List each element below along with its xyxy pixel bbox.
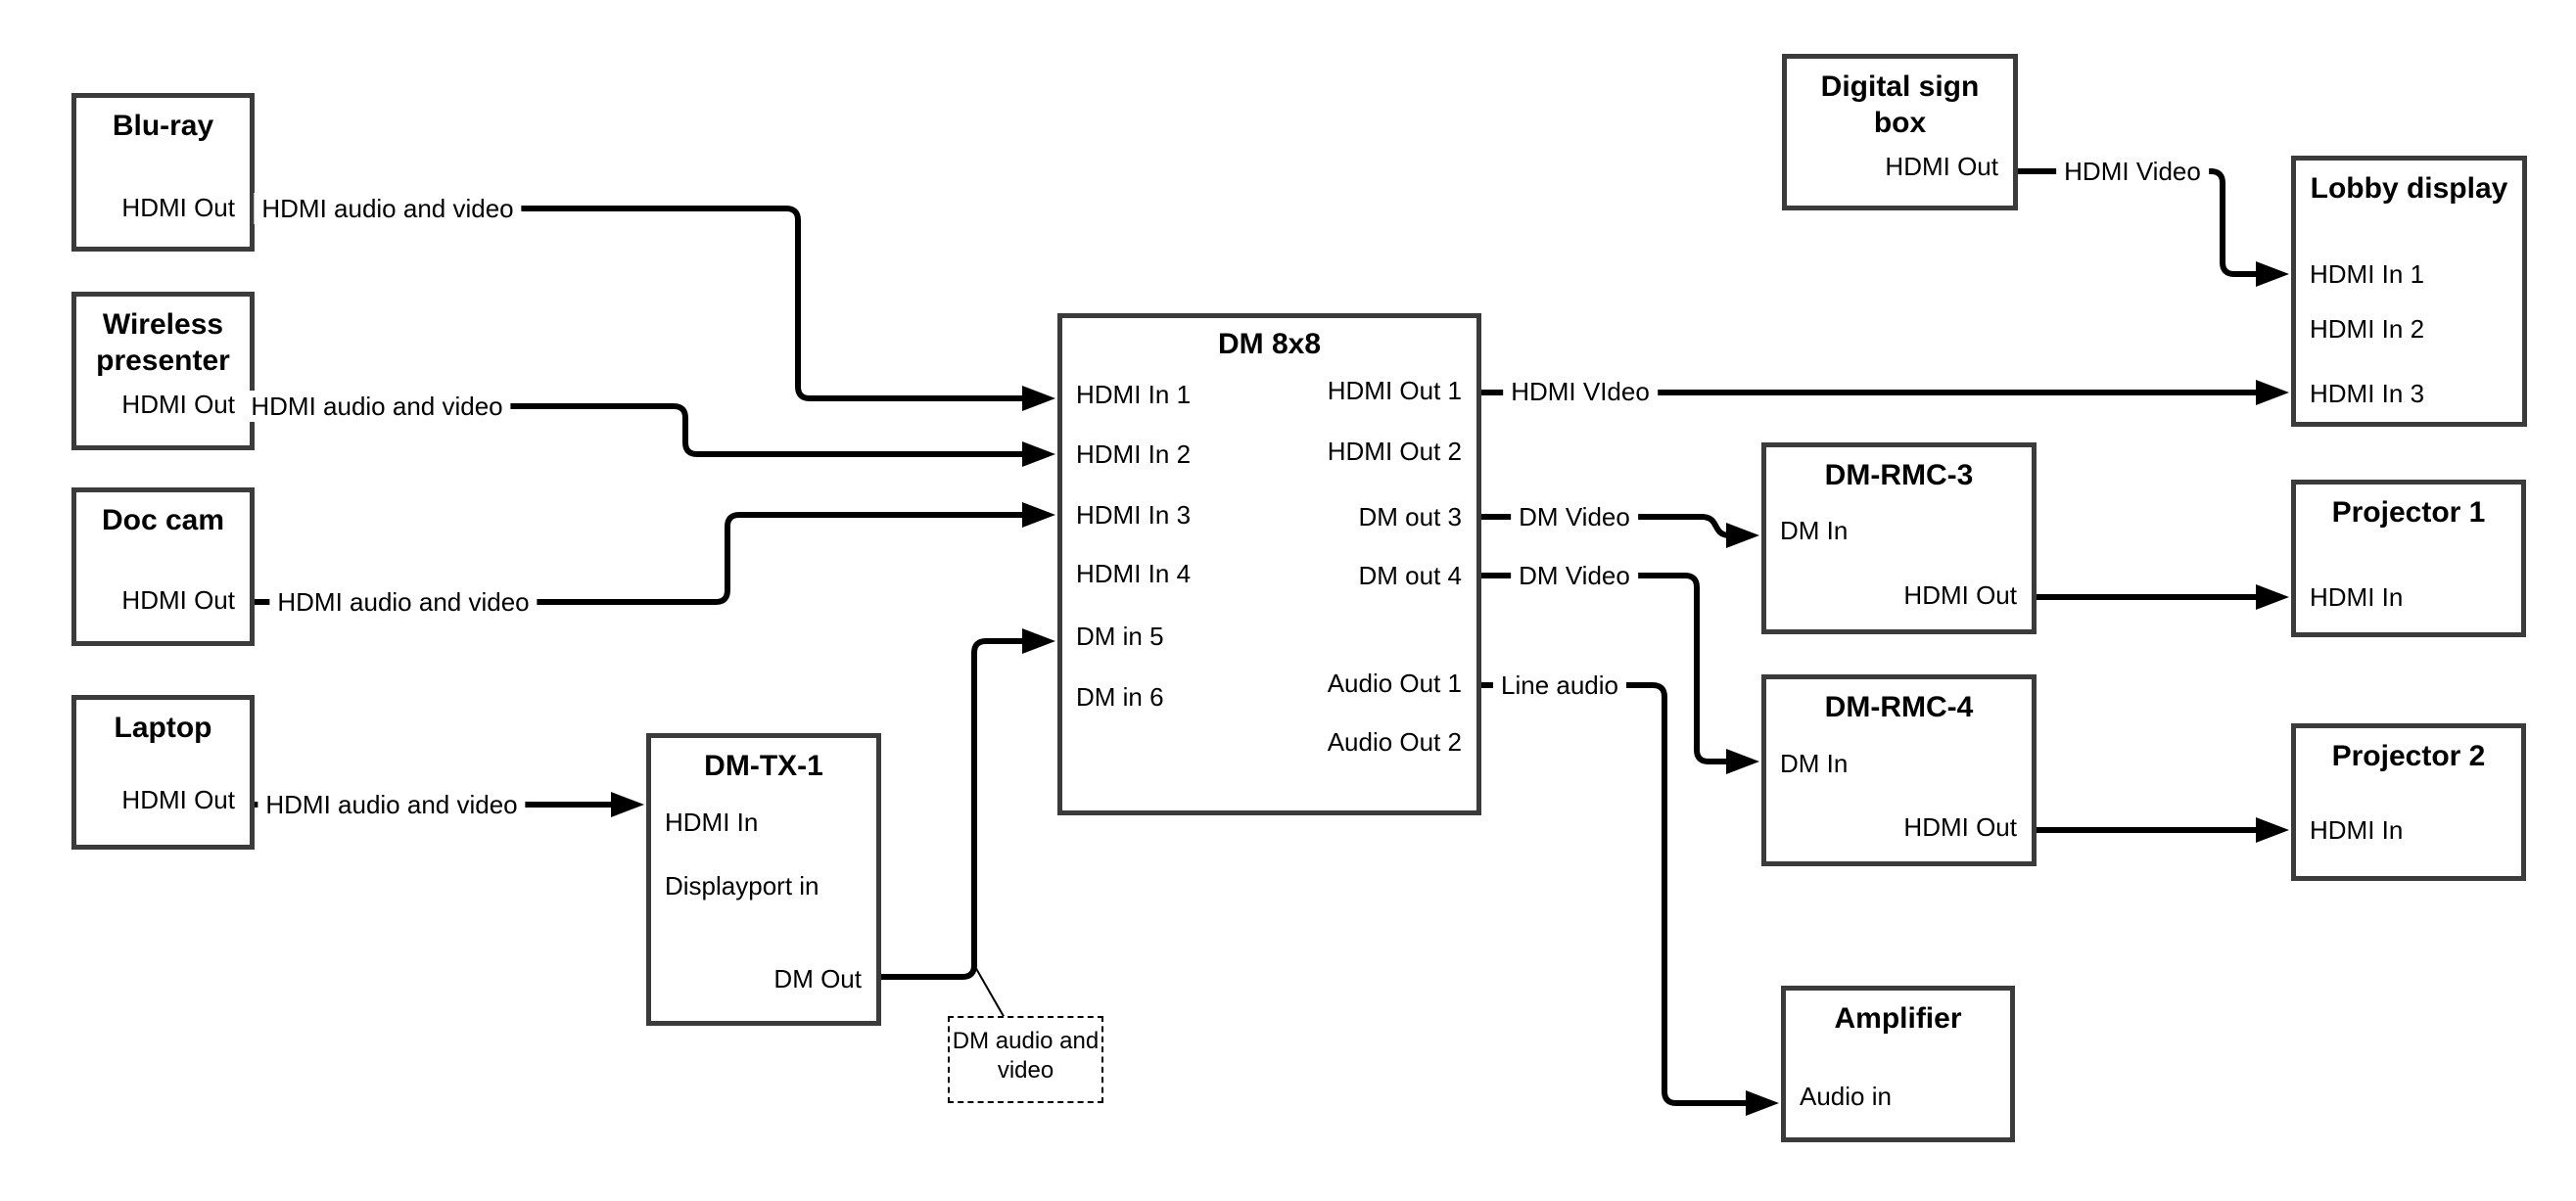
cable-label-dm-video: DM Video	[1511, 560, 1638, 591]
port-audio-out-1: Audio Out 1	[1327, 669, 1462, 698]
cable-label-hdmi-video: HDMI Video	[2056, 156, 2209, 187]
node-doc-cam: Doc cam HDMI Out	[71, 487, 255, 646]
node-title: Laptop	[114, 712, 212, 744]
cable-doccam-to-dm8x8	[255, 512, 1024, 605]
annotation-callout-line	[973, 964, 1006, 1019]
cable-label-dm-video: DM Video	[1511, 501, 1638, 532]
port-dm-out-3: DM out 3	[1358, 502, 1463, 531]
node-projector-1: Projector 1 HDMI In	[2291, 480, 2526, 637]
node-dm-8x8: DM 8x8 HDMI In 1 HDMI In 2 HDMI In 3 HDM…	[1057, 313, 1481, 815]
annotation-dm-audio-video: DM audio and video	[948, 1016, 1103, 1103]
port-hdmi-in-2: HDMI In 2	[1076, 439, 1192, 469]
port-hdmi-out-1: HDMI Out 1	[1327, 376, 1462, 405]
port-hdmi-in: HDMI In	[2310, 582, 2404, 612]
node-projector-2: Projector 2 HDMI In	[2291, 723, 2526, 881]
node-blu-ray: Blu-ray HDMI Out	[71, 93, 255, 252]
port-hdmi-out: HDMI Out	[1885, 152, 1998, 181]
cable-dm8x8-to-amplifier	[1481, 682, 1746, 1106]
port-hdmi-in: HDMI In	[2310, 815, 2404, 845]
port-hdmi-in-3: HDMI In 3	[2310, 379, 2425, 408]
port-dm-in-6: DM in 6	[1076, 682, 1164, 712]
port-hdmi-in-1: HDMI In 1	[1076, 380, 1192, 409]
node-title: DM-TX-1	[704, 750, 823, 782]
port-dm-out: DM Out	[773, 964, 862, 993]
arrowhead-icon	[1746, 1090, 1779, 1116]
node-title: Projector 2	[2331, 740, 2486, 772]
arrowhead-icon	[611, 792, 644, 817]
node-dm-tx-1: DM-TX-1 HDMI In Displayport in DM Out	[646, 733, 881, 1026]
arrowhead-icon	[1022, 441, 1055, 467]
port-audio-out-2: Audio Out 2	[1327, 727, 1462, 757]
node-title: Amplifier	[1834, 1002, 1962, 1035]
port-dm-in: DM In	[1780, 516, 1849, 545]
port-hdmi-in-4: HDMI In 4	[1076, 559, 1192, 588]
port-audio-in: Audio in	[1800, 1082, 1892, 1111]
arrowhead-icon	[2256, 817, 2289, 843]
port-hdmi-in-2: HDMI In 2	[2310, 314, 2425, 344]
node-dm-rmc-3: DM-RMC-3 DM In HDMI Out	[1761, 442, 2037, 634]
cable-label-hdmi-av: HDMI audio and video	[243, 391, 511, 422]
node-dm-rmc-4: DM-RMC-4 DM In HDMI Out	[1761, 674, 2037, 866]
node-lobby-display: Lobby display HDMI In 1 HDMI In 2 HDMI I…	[2291, 156, 2527, 427]
node-title: Doc cam	[101, 504, 225, 536]
arrowhead-icon	[1022, 502, 1055, 528]
node-title: Projector 1	[2331, 496, 2486, 529]
port-hdmi-in-3: HDMI In 3	[1076, 500, 1192, 530]
port-hdmi-out: HDMI Out	[121, 585, 235, 615]
port-hdmi-out: HDMI Out	[121, 785, 235, 814]
arrowhead-icon	[2256, 584, 2289, 610]
cable-label-hdmi-av: HDMI audio and video	[258, 789, 526, 820]
cable-dm8x8-to-dmrmc3	[1481, 514, 1731, 538]
node-title: DM-RMC-4	[1824, 691, 1974, 723]
port-dm-in-5: DM in 5	[1076, 622, 1164, 651]
node-title: Lobby display	[2310, 172, 2508, 205]
cable-wireless-to-dm8x8	[255, 403, 1024, 457]
port-hdmi-out: HDMI Out	[121, 193, 235, 222]
node-laptop: Laptop HDMI Out	[71, 695, 255, 850]
arrowhead-icon	[1022, 386, 1055, 411]
cable-label-line-audio: Line audio	[1493, 670, 1626, 701]
cable-label-hdmi-video: HDMI VIdeo	[1503, 376, 1658, 407]
cable-sign-to-lobby-in1	[2018, 168, 2256, 277]
node-title: Digital sign box	[1820, 70, 1980, 139]
port-dm-in: DM In	[1780, 749, 1849, 778]
port-hdmi-out: HDMI Out	[1903, 580, 2017, 610]
port-hdmi-out-2: HDMI Out 2	[1327, 437, 1462, 466]
cable-label-hdmi-av: HDMI audio and video	[254, 193, 522, 224]
node-title: Blu-ray	[112, 110, 214, 142]
node-title: DM-RMC-3	[1824, 459, 1974, 491]
port-dm-out-4: DM out 4	[1358, 561, 1463, 590]
node-amplifier: Amplifier Audio in	[1781, 986, 2015, 1142]
arrowhead-icon	[2256, 261, 2289, 287]
port-hdmi-in: HDMI In	[665, 808, 759, 837]
port-hdmi-out: HDMI Out	[1903, 812, 2017, 842]
node-wireless-presenter: Wireless presenter HDMI Out	[71, 292, 255, 450]
port-hdmi-in-1: HDMI In 1	[2310, 259, 2425, 289]
cable-bluray-to-dm8x8	[255, 206, 1024, 401]
node-title: DM 8x8	[1217, 328, 1322, 360]
port-displayport-in: Displayport in	[665, 871, 820, 901]
cable-dm8x8-to-dmrmc4	[1481, 573, 1726, 764]
arrowhead-icon	[1726, 749, 1759, 774]
arrowhead-icon	[1726, 523, 1759, 548]
node-digital-sign-box: Digital sign box HDMI Out	[1782, 54, 2018, 210]
arrowhead-icon	[2256, 380, 2289, 405]
arrowhead-icon	[1022, 628, 1055, 654]
cable-label-hdmi-av: HDMI audio and video	[269, 586, 538, 618]
cable-dmtx1-to-dm8x8	[881, 638, 1024, 980]
port-hdmi-out: HDMI Out	[121, 390, 235, 419]
node-title: Wireless presenter	[96, 308, 230, 377]
